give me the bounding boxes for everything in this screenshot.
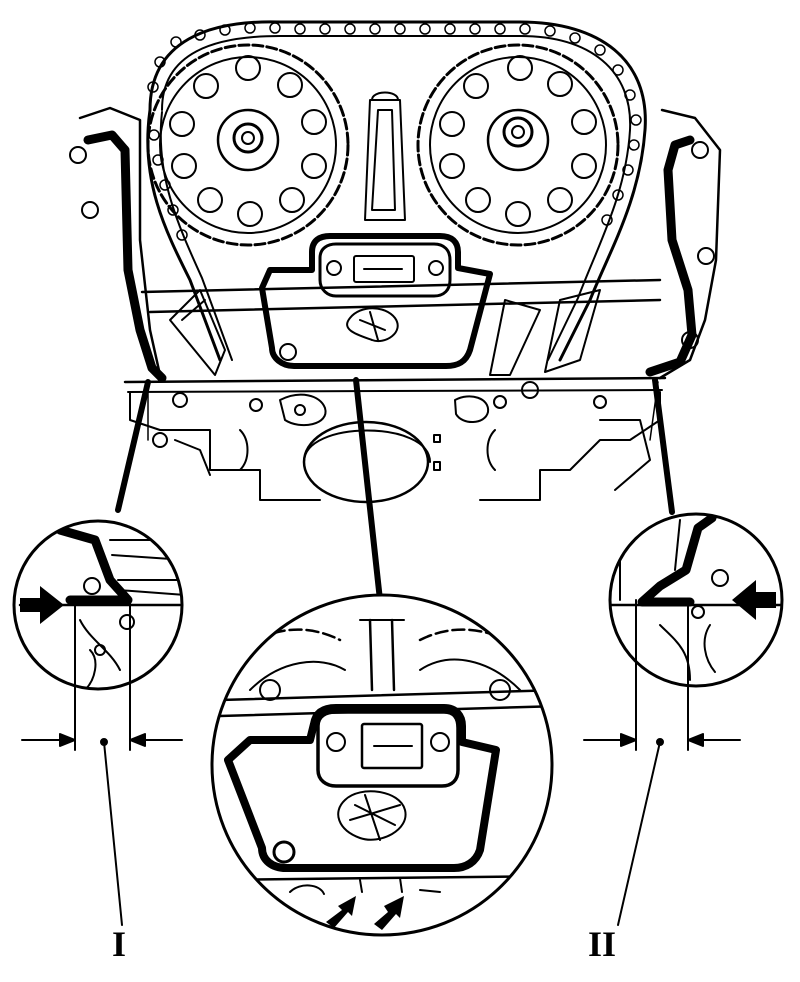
sealant-bead-right: [645, 135, 697, 377]
arrow-up-icon: [374, 896, 404, 930]
arrow-up-icon: [326, 896, 356, 928]
water-pump-gasket: [259, 233, 493, 369]
detail-label-2: II: [588, 924, 617, 964]
camshaft-sprocket-right: [416, 43, 620, 247]
center-chain-guide: [364, 99, 406, 221]
upper-guide-rail: [140, 278, 662, 314]
arrow-left-icon: [732, 580, 776, 620]
engine-front-view: [69, 20, 722, 603]
sealant-bead-left: [83, 130, 167, 383]
leader-line-left: [115, 379, 151, 513]
detail-circle-center: [210, 593, 554, 937]
cylinder-head-housing: [78, 106, 722, 380]
engine-block: [129, 381, 661, 504]
chain-guide-lower-left: [169, 289, 226, 376]
detail-circle-right: [583, 512, 784, 926]
leader-line-right: [652, 377, 675, 515]
camshaft-sprocket-left: [146, 43, 350, 247]
detail-circle-left: [12, 519, 184, 926]
chain-guide-lower-right: [489, 289, 601, 376]
block-top-edge: [123, 376, 667, 384]
chain-links: [147, 22, 642, 241]
leader-line-center: [353, 377, 383, 603]
detail-label-1: I: [112, 924, 127, 964]
arrow-right-icon: [20, 586, 64, 624]
